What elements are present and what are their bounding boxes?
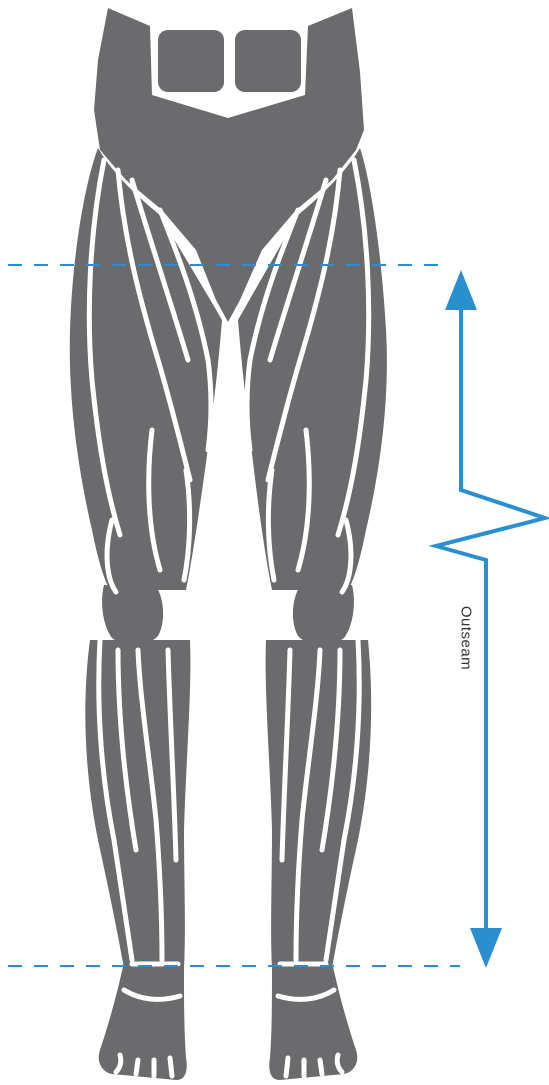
abdominal-block [158,30,224,92]
left-leg [70,148,222,1080]
muscle-contour-line [320,1060,322,1074]
left-foot [99,962,187,1080]
muscle-contour-line [136,1060,138,1074]
left-knee [102,585,163,645]
zigzag-break-icon [436,300,545,935]
arrow-up-icon [445,270,477,310]
muscle-contour-line [170,1058,172,1076]
arrow-down-icon [470,928,502,968]
right-leg [238,148,387,1080]
muscle-contour-line [286,1058,288,1076]
right-knee [293,585,354,645]
right-foot [269,962,357,1080]
outseam-label: Outseam [459,606,474,670]
abdominal-block [235,30,301,92]
